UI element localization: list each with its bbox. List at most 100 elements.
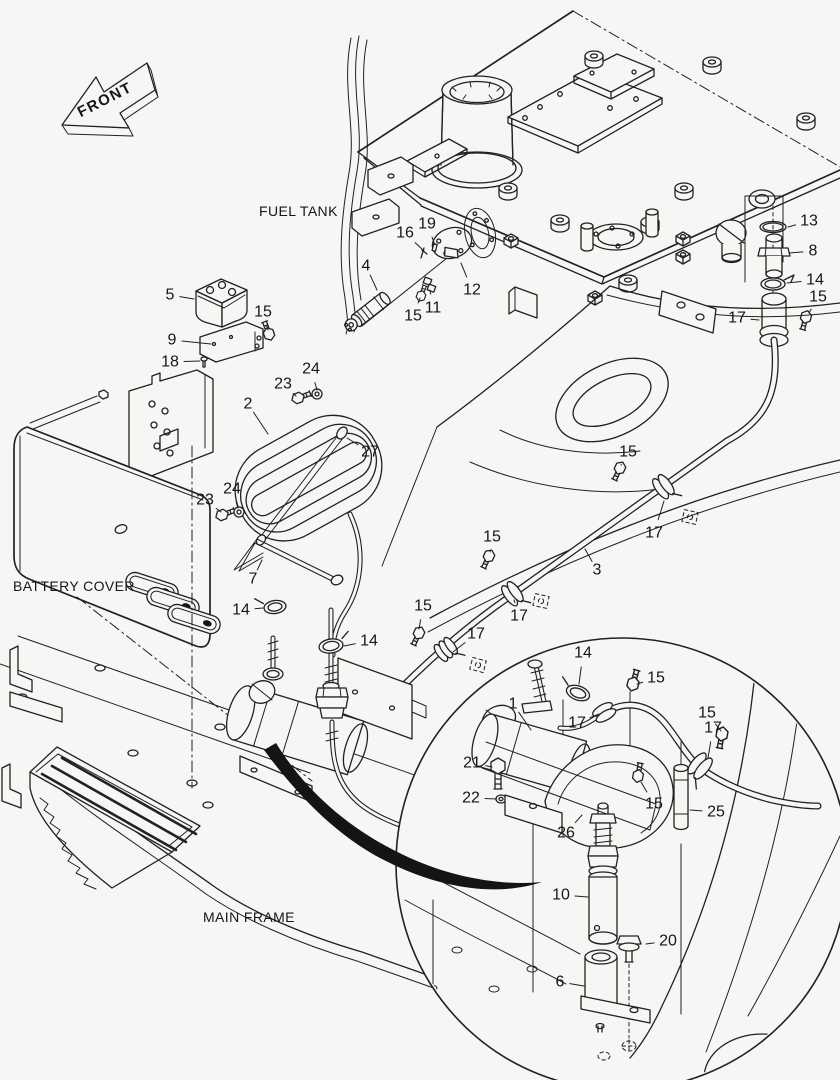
- callout-leader: [589, 713, 600, 719]
- callout-leader: [574, 895, 589, 898]
- callout-number: 15: [619, 444, 637, 461]
- callout-leader: [786, 280, 802, 284]
- callout-leader: [183, 360, 201, 363]
- fuel-tank-label: FUEL TANK: [259, 203, 338, 219]
- callout-number: 8: [809, 243, 818, 260]
- callout-leader: [181, 340, 212, 345]
- callout-15: 15: [483, 529, 501, 553]
- battery-cover-label: BATTERY COVER: [13, 578, 135, 594]
- callout-number: 13: [800, 213, 818, 230]
- callout-14: 14: [786, 272, 824, 289]
- callout-leader: [578, 666, 582, 685]
- main-frame-label: MAIN FRAME: [203, 909, 295, 925]
- callout-number: 14: [574, 645, 592, 662]
- callout-7: 7: [249, 559, 263, 588]
- callout-number: 14: [360, 633, 378, 650]
- callout-leader: [808, 308, 812, 314]
- inset-bolt-20: [616, 935, 642, 1039]
- callout-leader: [645, 942, 655, 945]
- callout-leader: [215, 507, 222, 513]
- callout-number: 15: [698, 705, 716, 722]
- callout-16: 16: [396, 225, 425, 252]
- callout-27: 27: [346, 437, 379, 461]
- callout-18: 18: [161, 354, 201, 371]
- callout-number: 12: [463, 282, 481, 299]
- inset-cylinder-6: [580, 949, 651, 1033]
- callout-number: 24: [302, 361, 320, 378]
- callout-number: 14: [232, 602, 250, 619]
- pipe-clamp: [651, 473, 683, 500]
- callout-number: 17: [728, 310, 746, 327]
- callout-5: 5: [166, 287, 195, 304]
- callout-leader: [787, 224, 797, 228]
- callout-leader: [346, 437, 359, 446]
- callout-2: 2: [244, 396, 269, 435]
- callout-11: 11: [425, 289, 442, 317]
- coiled-hose-drawing: [234, 414, 383, 658]
- callout-17: 17: [645, 500, 665, 542]
- callout-15: 15: [254, 304, 272, 331]
- callout-17: 17: [728, 310, 760, 327]
- callout-number: 17: [704, 720, 722, 737]
- callout-15: 15: [808, 289, 827, 314]
- callout-leader: [431, 236, 436, 246]
- callout-leader: [292, 392, 297, 397]
- callout-14: 14: [574, 645, 592, 685]
- callout-number: 25: [707, 804, 725, 821]
- callout-leader: [750, 318, 760, 321]
- callout-12: 12: [460, 262, 481, 299]
- callout-number: 17: [510, 608, 528, 625]
- callout-number: 15: [414, 598, 432, 615]
- callout-leader: [414, 242, 425, 252]
- callout-leader: [460, 262, 468, 278]
- callout-10: 10: [552, 887, 589, 904]
- hose-clamp-14: [254, 598, 287, 615]
- callout-number: 15: [483, 529, 501, 546]
- callout-leader: [314, 381, 318, 391]
- callout-number: 18: [161, 354, 179, 371]
- callout-24: 24: [223, 481, 241, 509]
- callout-leader: [253, 411, 269, 435]
- callout-number: 10: [552, 887, 570, 904]
- callout-number: 15: [809, 289, 827, 306]
- callout-number: 24: [223, 481, 241, 498]
- callout-leader: [485, 765, 493, 768]
- callout-number: 17: [645, 525, 663, 542]
- callout-number: 15: [404, 308, 422, 325]
- fuel-tank-drawing: [357, 10, 840, 348]
- callout-leader: [715, 723, 722, 732]
- callout-15: 15: [698, 705, 722, 732]
- callout-22: 22: [462, 790, 497, 807]
- magnifier-arrow: [264, 743, 542, 890]
- callout-number: 4: [362, 258, 371, 275]
- callout-23: 23: [196, 492, 222, 513]
- callout-number: 15: [647, 670, 665, 687]
- callout-8: 8: [788, 243, 818, 260]
- callout-15: 15: [404, 297, 422, 325]
- callout-15: 15: [636, 670, 665, 687]
- callout-number: 5: [166, 287, 175, 304]
- callout-23: 23: [274, 376, 297, 397]
- callout-number: 11: [425, 300, 442, 317]
- fuel-sender-assembly: [344, 207, 497, 332]
- callout-number: 17: [568, 715, 586, 732]
- callout-25: 25: [689, 804, 725, 821]
- callout-leader: [417, 297, 421, 304]
- callout-number: 16: [396, 225, 414, 242]
- hose-clamp: [433, 636, 466, 663]
- callout-24: 24: [302, 361, 320, 391]
- callout-number: 26: [557, 825, 575, 842]
- inset-filter-10: [587, 802, 619, 945]
- callout-leader: [513, 599, 516, 604]
- inset-clamp-17: [687, 752, 713, 790]
- callout-number: 22: [462, 790, 480, 807]
- callout-leader: [569, 983, 585, 987]
- callout-number: 23: [196, 492, 214, 509]
- callout-14: 14: [232, 602, 264, 619]
- callout-number: 3: [593, 562, 602, 579]
- callout-14: 14: [343, 633, 378, 650]
- swing-frame-drawing: [381, 285, 840, 633]
- callout-number: 21: [463, 755, 481, 772]
- callout-26: 26: [557, 814, 583, 842]
